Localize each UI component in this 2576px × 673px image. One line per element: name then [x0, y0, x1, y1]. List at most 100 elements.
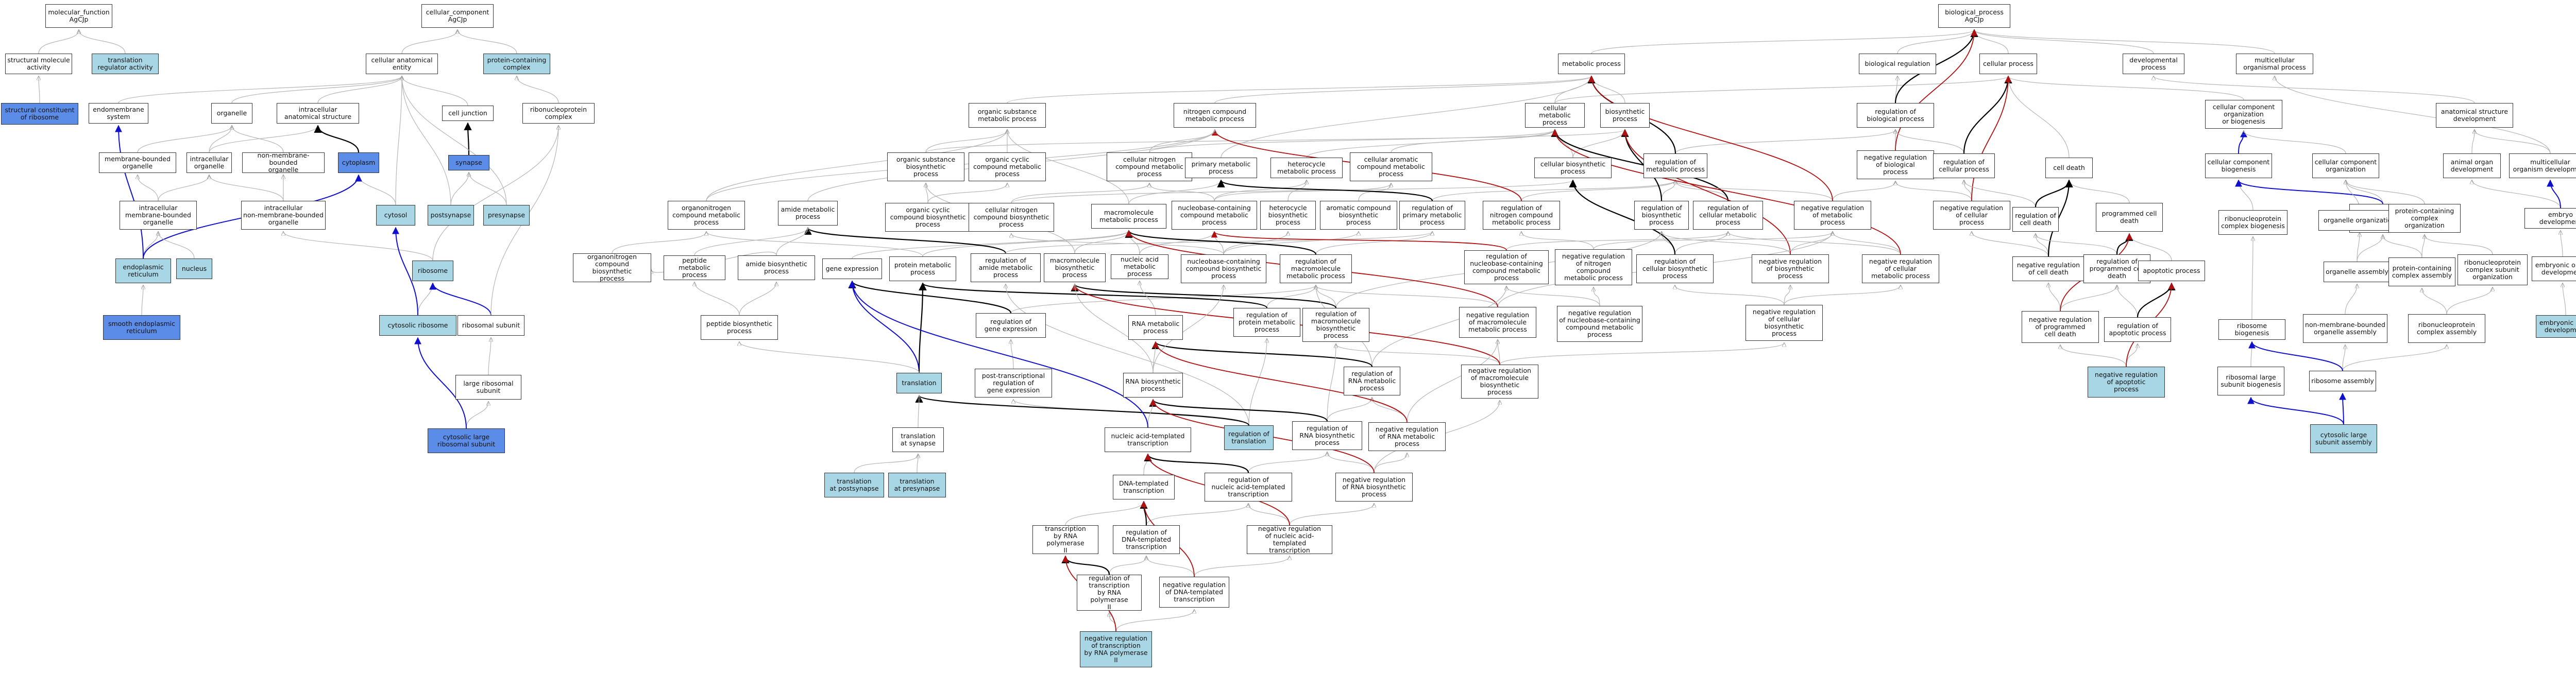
- go-term-rmbsp[interactable]: regulation of macromolecule biosynthetic…: [1302, 308, 1369, 342]
- go-term-mod[interactable]: multicellular organism development: [2509, 153, 2576, 178]
- go-term-nrbp[interactable]: negative regulation of biological proces…: [1857, 150, 1934, 179]
- go-term-nrtbrp[interactable]: negative regulation of transcription by …: [1080, 631, 1152, 667]
- go-term-clsa[interactable]: cytosolic large subunit assembly: [2310, 424, 2377, 453]
- go-term-ccob[interactable]: cellular component organization or bioge…: [2205, 100, 2282, 129]
- go-term-inmbo[interactable]: intracellular non-membrane-bounded organ…: [241, 201, 326, 230]
- go-term-cp[interactable]: cellular process: [1979, 54, 2037, 74]
- go-term-cj[interactable]: cell junction: [442, 106, 494, 121]
- go-term-apop[interactable]: apoptotic process: [2138, 261, 2205, 281]
- go-term-post[interactable]: postsynapse: [428, 205, 474, 226]
- go-term-rncbp[interactable]: regulation of nucleobase-containing comp…: [1464, 250, 1549, 284]
- go-term-nrmp[interactable]: negative regulation of metabolic process: [1794, 201, 1871, 230]
- go-term-rbg[interactable]: ribosome biogenesis: [2218, 319, 2285, 340]
- go-term-nrnatt[interactable]: negative regulation of nucleic acid-temp…: [1247, 525, 1332, 554]
- go-term-rap[interactable]: regulation of apoptotic process: [2104, 317, 2171, 342]
- go-term-rrmp[interactable]: regulation of RNA metabolic process: [1344, 367, 1400, 395]
- go-term-ammp[interactable]: amide metabolic process: [778, 201, 838, 226]
- go-term-rrbp[interactable]: regulation of RNA biosynthetic process: [1292, 421, 1362, 450]
- go-term-ocmp[interactable]: organonitrogen compound metabolic proces…: [668, 201, 745, 230]
- go-term-nmbo[interactable]: non-membrane-bounded organelle: [242, 152, 325, 174]
- go-term-rnpcb[interactable]: ribonucleoprotein complex biogenesis: [2218, 210, 2287, 235]
- go-term-cc[interactable]: cellular_component AgCJp: [421, 4, 494, 28]
- go-term-nrrbp[interactable]: negative regulation of RNA biosynthetic …: [1335, 473, 1413, 502]
- go-term-cd[interactable]: cell death: [2045, 158, 2093, 178]
- go-term-cncmp[interactable]: cellular nitrogen compound metabolic pro…: [1107, 152, 1192, 181]
- go-term-ocbp[interactable]: organonitrogen compound biosynthetic pro…: [573, 253, 651, 282]
- go-term-ebd[interactable]: embryonic brain development: [2536, 315, 2576, 338]
- go-term-occmp[interactable]: organic cyclic compound metabolic proces…: [969, 152, 1046, 181]
- go-term-prmp[interactable]: protein metabolic process: [889, 256, 956, 281]
- go-term-nuc[interactable]: nucleus: [176, 258, 212, 279]
- go-term-ias[interactable]: intracellular anatomical structure: [277, 103, 359, 124]
- go-term-mf[interactable]: molecular_function AgCJp: [45, 4, 112, 28]
- go-term-tapre[interactable]: translation at presynapse: [888, 473, 946, 497]
- go-term-bsp[interactable]: biosynthetic process: [1600, 103, 1650, 128]
- go-term-pre[interactable]: presynapse: [483, 205, 530, 226]
- go-term-oa[interactable]: organelle assembly: [2324, 262, 2391, 282]
- go-term-org[interactable]: organelle: [211, 103, 252, 124]
- go-term-rprmp[interactable]: regulation of protein metabolic process: [1233, 308, 1300, 337]
- go-term-nrrmp[interactable]: negative regulation of RNA metabolic pro…: [1368, 422, 1446, 451]
- go-term-ra[interactable]: ribosome assembly: [2309, 371, 2376, 391]
- go-term-rcp[interactable]: regulation of cellular process: [1933, 153, 1995, 178]
- go-term-rpmp[interactable]: regulation of primary metabolic process: [1399, 201, 1465, 230]
- go-term-abp[interactable]: amide biosynthetic process: [738, 255, 815, 280]
- go-term-rmp[interactable]: regulation of metabolic process: [1643, 153, 1707, 178]
- go-term-occbp[interactable]: organic cyclic compound biosynthetic pro…: [885, 203, 971, 232]
- go-term-imbo[interactable]: intracellular membrane-bounded organelle: [120, 201, 197, 230]
- go-term-osbp[interactable]: organic substance biosynthetic process: [887, 152, 964, 181]
- go-term-ems[interactable]: endomembrane system: [89, 103, 148, 124]
- go-term-nrpcd[interactable]: negative regulation of programmed cell d…: [2022, 311, 2099, 343]
- go-term-nrdtt[interactable]: negative regulation of DNA-templated tra…: [1159, 577, 1229, 608]
- go-term-rnatt[interactable]: regulation of nucleic acid-templated tra…: [1205, 473, 1292, 502]
- go-term-rncmp[interactable]: regulation of nitrogen compound metaboli…: [1483, 201, 1560, 230]
- go-term-hbp[interactable]: heterocycle biosynthetic process: [1260, 201, 1316, 230]
- go-term-pccco[interactable]: protein-containing complex organization: [2388, 204, 2461, 233]
- go-term-nbcmp[interactable]: nucleobase-containing compound metabolic…: [1172, 201, 1257, 230]
- go-term-cncbp[interactable]: cellular nitrogen compound biosynthetic …: [969, 203, 1054, 232]
- go-term-breg[interactable]: biological regulation: [1859, 54, 1936, 74]
- go-term-pmp[interactable]: primary metabolic process: [1185, 158, 1257, 178]
- go-term-cae[interactable]: cellular anatomical entity: [366, 54, 438, 74]
- go-term-mp[interactable]: metabolic process: [1558, 54, 1625, 74]
- go-term-rnpsa[interactable]: ribonucleoprotein complex subunit organi…: [2458, 254, 2528, 285]
- go-term-namp[interactable]: nucleic acid metabolic process: [1111, 254, 1168, 279]
- go-term-tra[interactable]: translation regulator activity: [92, 54, 159, 74]
- go-term-nrap[interactable]: negative regulation of apoptotic process: [2088, 367, 2165, 398]
- go-term-cyp[interactable]: cytoplasm: [338, 152, 379, 173]
- go-term-rtrl[interactable]: regulation of translation: [1224, 425, 1274, 450]
- go-term-bp[interactable]: biological_process AgCJp: [1938, 4, 2010, 28]
- go-term-rlsb[interactable]: ribosomal large subunit biogenesis: [2217, 367, 2284, 395]
- go-term-io[interactable]: intracellular organelle: [187, 152, 232, 173]
- go-term-asd[interactable]: anatomical structure development: [2436, 103, 2513, 128]
- go-term-nrncbp[interactable]: negative regulation of nucleobase-contai…: [1557, 306, 1642, 342]
- go-term-osmp[interactable]: organic substance metabolic process: [969, 103, 1046, 128]
- go-term-rnpca[interactable]: ribonucleoprotein complex assembly: [2408, 314, 2485, 343]
- go-term-mpmp[interactable]: peptide metabolic process: [664, 255, 725, 280]
- go-term-nrcp[interactable]: negative regulation of cellular process: [1933, 201, 2010, 230]
- go-term-pcd[interactable]: programmed cell death: [2096, 203, 2163, 232]
- go-term-rnabp[interactable]: RNA biosynthetic process: [1123, 373, 1183, 398]
- go-term-nrcbp[interactable]: negative regulation of cellular biosynth…: [1745, 305, 1823, 341]
- go-term-cbp[interactable]: cellular biosynthetic process: [1534, 158, 1612, 178]
- go-term-ribo[interactable]: ribosome: [412, 261, 453, 281]
- go-term-mbsp[interactable]: macromolecule biosynthetic process: [1044, 253, 1106, 282]
- go-term-hmp[interactable]: heterocycle metabolic process: [1270, 158, 1343, 178]
- go-term-nrcmp[interactable]: negative regulation of cellular metaboli…: [1862, 254, 1939, 283]
- go-term-ge[interactable]: gene expression: [822, 258, 882, 279]
- go-term-rnp[interactable]: ribonucleoprotein complex: [522, 103, 595, 124]
- go-term-lrs[interactable]: large ribosomal subunit: [455, 375, 521, 400]
- go-term-clrs[interactable]: cytosolic large ribosomal subunit: [428, 428, 505, 453]
- go-term-ccb[interactable]: cellular component biogenesis: [2205, 153, 2272, 178]
- go-term-nrmmp[interactable]: negative regulation of macromolecule met…: [1459, 307, 1536, 338]
- go-term-trl[interactable]: translation: [896, 373, 942, 393]
- go-term-dtt[interactable]: DNA-templated transcription: [1113, 475, 1175, 499]
- go-term-cacmp[interactable]: cellular aromatic compound metabolic pro…: [1350, 152, 1432, 181]
- go-term-pcc[interactable]: protein-containing complex: [483, 54, 550, 74]
- go-term-dp[interactable]: developmental process: [2123, 54, 2184, 74]
- go-term-cribo[interactable]: cytosolic ribosome: [379, 315, 456, 336]
- go-term-aod[interactable]: animal organ development: [2443, 153, 2501, 178]
- go-term-cmp[interactable]: cellular metabolic process: [1525, 103, 1585, 128]
- go-term-rcmp[interactable]: regulation of cellular metabolic process: [1693, 201, 1763, 230]
- go-term-nmboa[interactable]: non-membrane-bounded organelle assembly: [2303, 314, 2387, 343]
